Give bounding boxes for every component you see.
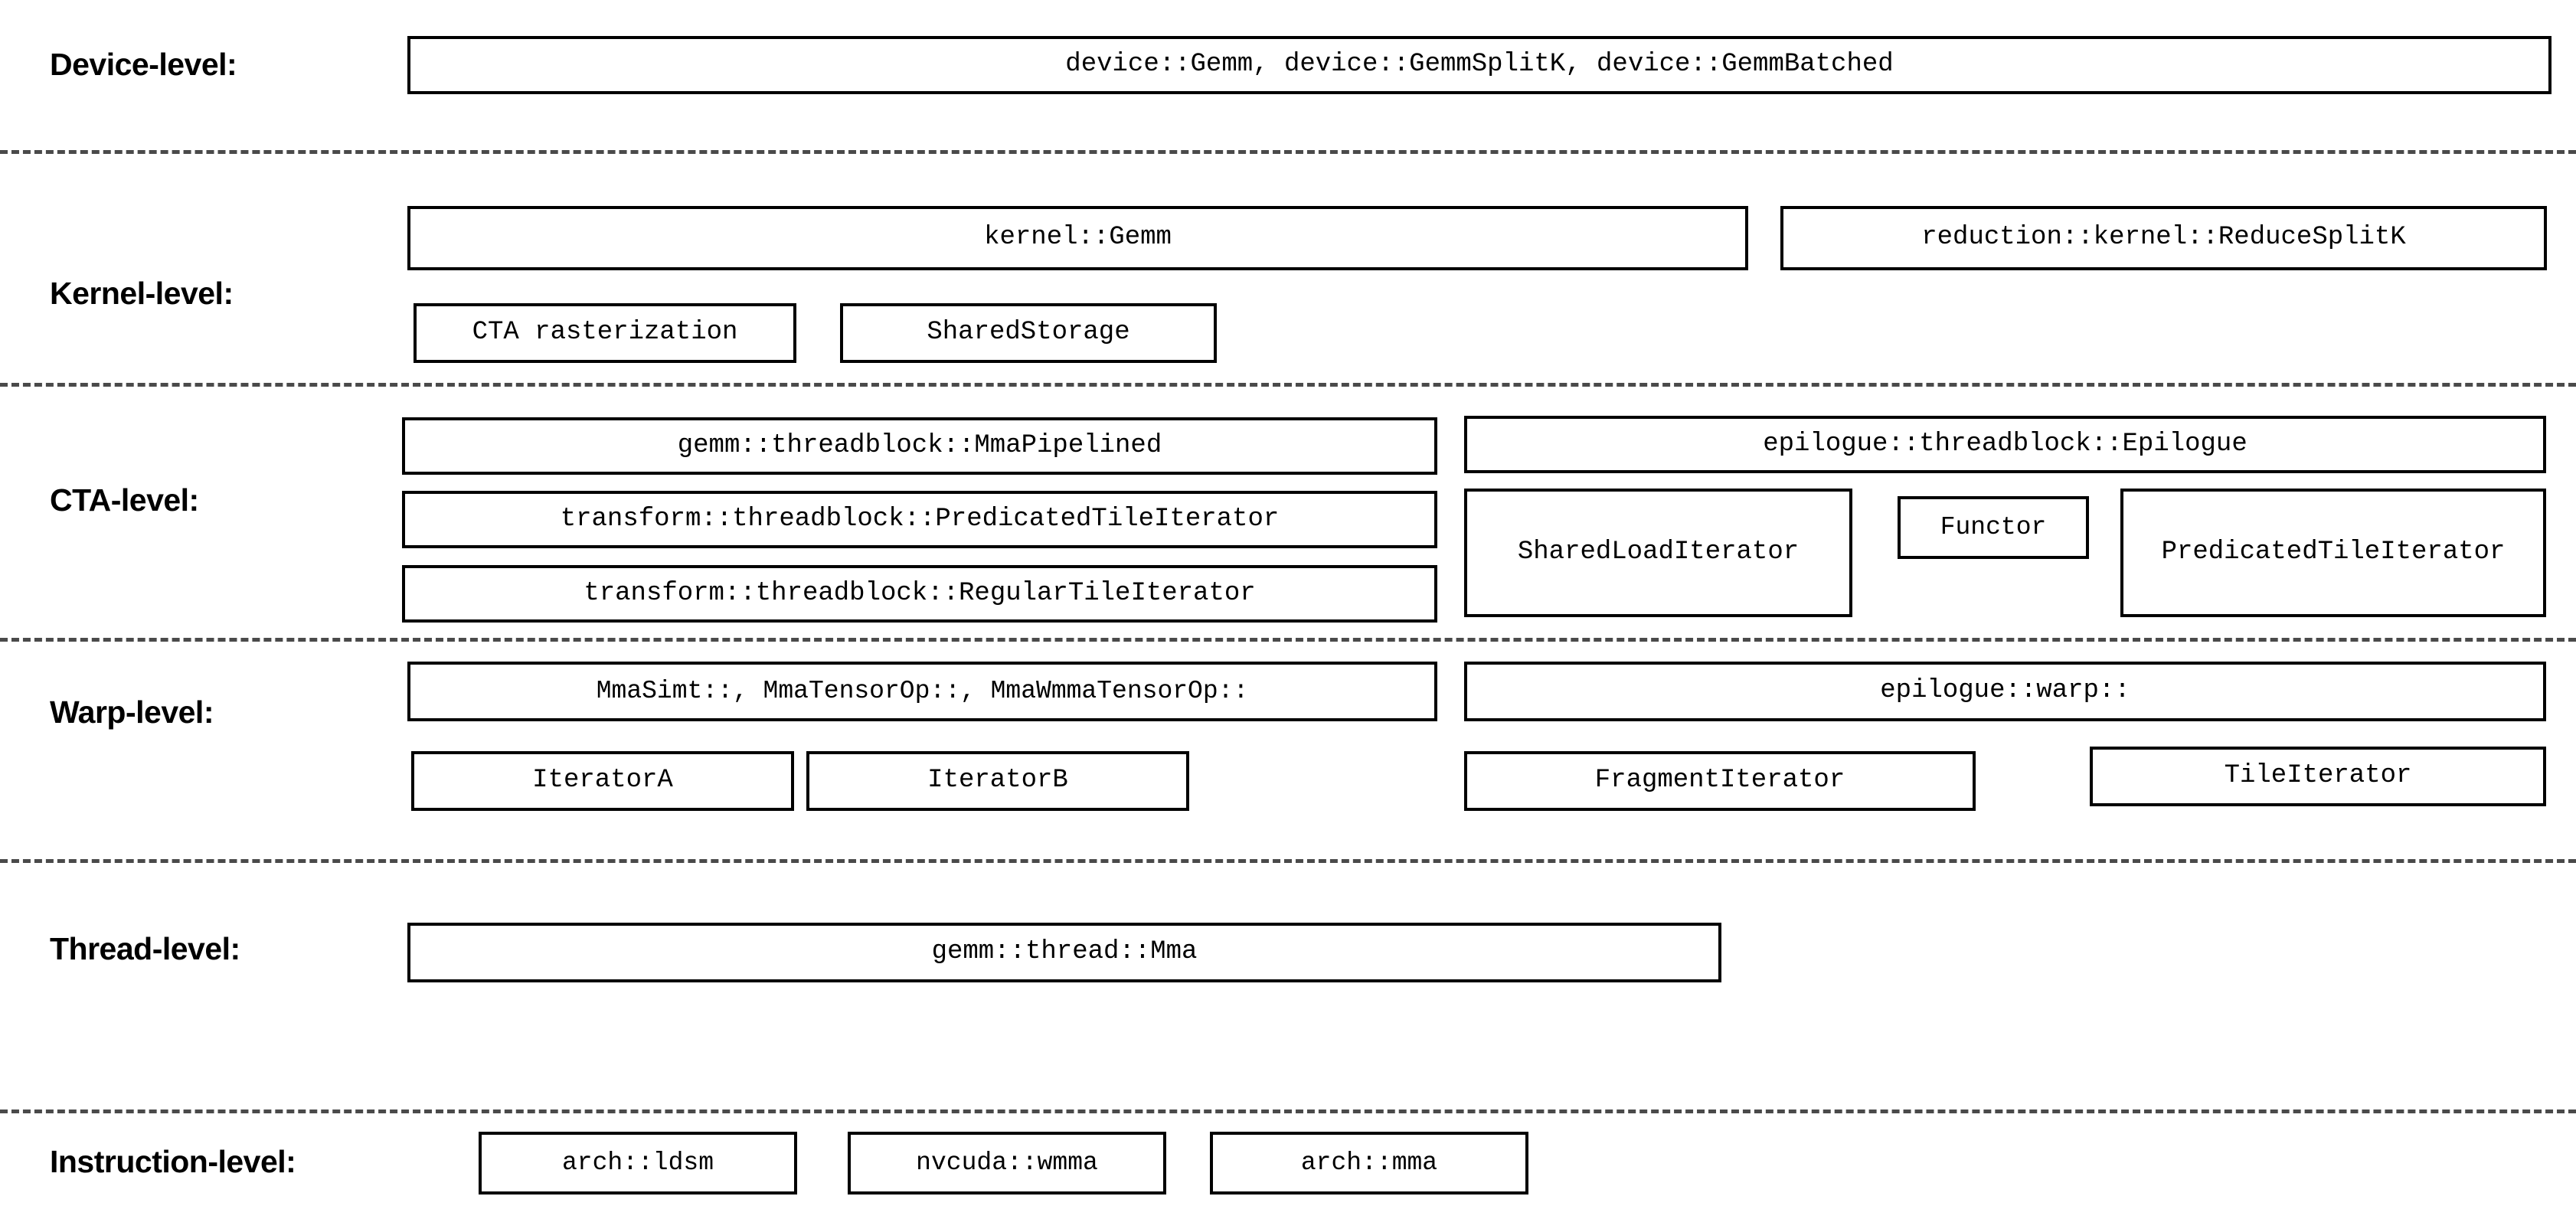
level-label-kernel: Kernel-level: (50, 276, 234, 311)
arch-mma-box[interactable]: arch::mma (1210, 1132, 1528, 1194)
device-gemm-box[interactable]: device::Gemm, device::GemmSplitK, device… (407, 36, 2551, 94)
shared-load-iterator-box[interactable]: SharedLoadIterator (1464, 489, 1852, 617)
epilogue-threadblock-epilogue-box[interactable]: epilogue::threadblock::Epilogue (1464, 416, 2546, 473)
iterator-a-box[interactable]: IteratorA (411, 751, 794, 811)
transform-threadblock-predicatedtileiterator-box[interactable]: transform::threadblock::PredicatedTileIt… (402, 491, 1437, 548)
kernel-gemm-box[interactable]: kernel::Gemm (407, 206, 1748, 270)
mma-variants-box[interactable]: MmaSimt::, MmaTensorOp::, MmaWmmaTensorO… (407, 662, 1437, 721)
reduction-reducesplitk-box[interactable]: reduction::kernel::ReduceSplitK (1780, 206, 2547, 270)
tile-iterator-box[interactable]: TileIterator (2090, 747, 2546, 806)
separator-cta-warp (0, 638, 2576, 642)
functor-box[interactable]: Functor (1898, 496, 2089, 559)
shared-storage-box[interactable]: SharedStorage (840, 303, 1217, 363)
arch-ldsm-box[interactable]: arch::ldsm (479, 1132, 797, 1194)
nvcuda-wmma-box[interactable]: nvcuda::wmma (848, 1132, 1166, 1194)
separator-thread-instruction (0, 1110, 2576, 1113)
separator-device-kernel (0, 150, 2576, 154)
iterator-b-box[interactable]: IteratorB (806, 751, 1189, 811)
level-label-instruction: Instruction-level: (50, 1144, 296, 1179)
separator-kernel-cta (0, 383, 2576, 387)
level-label-device: Device-level: (50, 47, 237, 82)
predicated-tile-iterator-box[interactable]: PredicatedTileIterator (2120, 489, 2546, 617)
transform-threadblock-regulartileiterator-box[interactable]: transform::threadblock::RegularTileItera… (402, 565, 1437, 623)
separator-warp-thread (0, 859, 2576, 863)
epilogue-warp-box[interactable]: epilogue::warp:: (1464, 662, 2546, 721)
level-label-warp: Warp-level: (50, 694, 214, 730)
gemm-threadblock-mmapipelined-box[interactable]: gemm::threadblock::MmaPipelined (402, 417, 1437, 475)
cta-rasterization-box[interactable]: CTA rasterization (414, 303, 796, 363)
gemm-thread-mma-box[interactable]: gemm::thread::Mma (407, 923, 1721, 982)
fragment-iterator-box[interactable]: FragmentIterator (1464, 751, 1976, 811)
level-label-cta: CTA-level: (50, 482, 199, 518)
level-label-thread: Thread-level: (50, 931, 240, 966)
